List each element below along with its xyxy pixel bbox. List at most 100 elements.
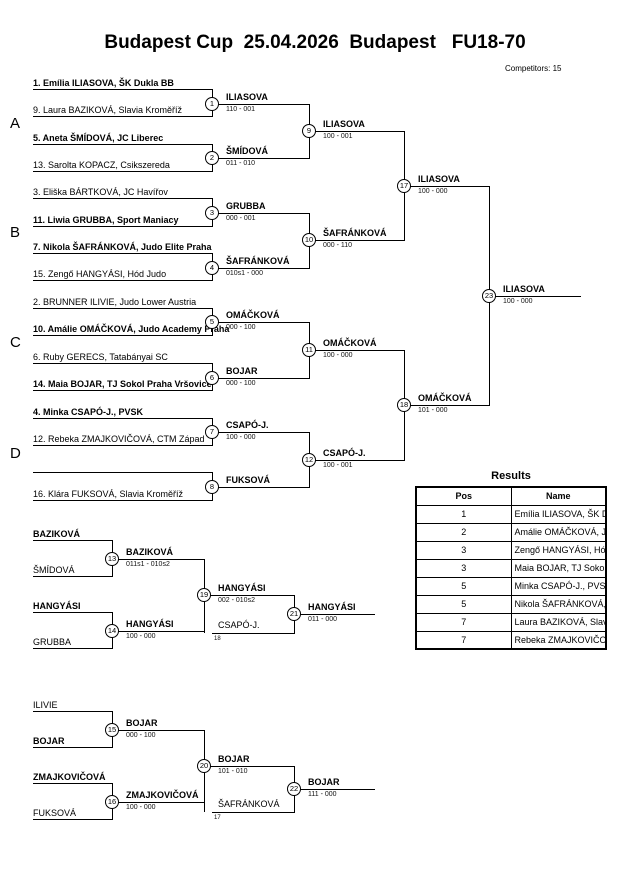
match-12-score: 100 - 001 [323,462,353,469]
match-20-score: 101 - 010 [218,768,248,775]
results-row-5: 5 Minka CSAPÓ-J., PVSK [415,576,607,596]
match-10-number: 10 [302,233,316,247]
match-23-winner: ILIASOVA [503,284,545,294]
result-pos: 5 [415,594,512,614]
match-12-winner-line [309,460,405,461]
competitor-slot-4: 13. Sarolta KOPACZ, Csikszereda [33,159,213,172]
competitor-slot-12: 14. Maia BOJAR, TJ Sokol Praha Vršovice [33,379,213,391]
section-label-b: B [10,224,21,241]
competitor-slot-6: 11. Liwia GRUBBA, Sport Maniacy [33,214,213,227]
repechage-slot-ilivie: ILIVIE [33,699,113,712]
match-19-number: 19 [197,588,211,602]
result-pos: 7 [415,630,512,650]
competitor-slot-14: 12. Rebeka ZMAJKOVIČOVÁ, CTM Západ [33,433,213,446]
repechage-slot-grubba: GRUBBA [33,636,113,649]
match-13-winner: BAZIKOVÁ [126,547,173,557]
match-22-winner: BOJAR [308,777,340,787]
result-pos: 3 [415,558,512,578]
match-8-winner: FUKSOVÁ [226,475,271,485]
repechage-drop2-source: 17 [214,815,221,821]
match-7-score: 100 - 000 [226,434,256,441]
match-19-winner-line [204,595,295,596]
match-14-winner: HANGYÁSI [126,619,174,629]
match-7-winner-line [212,432,310,433]
result-name: Emília ILIASOVA, ŠK Dukla BB [510,504,607,524]
repechage-slot-smidova: ŠMÍDOVÁ [33,564,113,577]
match-15-winner: BOJAR [126,718,158,728]
match-10-score: 000 - 110 [323,242,353,249]
match-7-winner: CSAPÓ-J. [226,420,269,430]
result-name: Rebeka ZMAJKOVIČOVÁ, CTM Západ [510,630,607,650]
competitor-slot-7: 7. Nikola ŠAFRÁNKOVÁ, Judo Elite Praha [33,242,213,254]
match-4-winner-line [212,268,310,269]
match-15-number: 15 [105,723,119,737]
match-13-winner-line [112,559,205,560]
competitor-slot-13: 4. Minka CSAPÓ-J., PVSK [33,406,213,419]
result-name: Amálie OMÁČKOVÁ, Judo Academy Praha [510,522,607,542]
match-17-score: 100 - 000 [418,188,448,195]
match-23-score: 100 - 000 [503,298,533,305]
results-row-2: 2 Amálie OMÁČKOVÁ, Judo Academy Praha [415,522,607,542]
match-14-number: 14 [105,624,119,638]
match-16-number: 16 [105,795,119,809]
match-3-winner-line [212,213,310,214]
match-19-winner: HANGYÁSI [218,583,266,593]
result-pos: 7 [415,612,512,632]
match-9-number: 9 [302,124,316,138]
match-17-winner-line [404,186,490,187]
match-16-winner-line [112,802,205,803]
match-6-score: 000 - 100 [226,380,256,387]
repechage-drop2-name: ŠAFRÁNKOVÁ [218,799,280,809]
repechage-slot-bazikova: BAZIKOVÁ [33,528,113,541]
match-23-number: 23 [482,289,496,303]
match-3-number: 3 [205,206,219,220]
results-title: Results [491,470,531,482]
repechage-drop1-source: 18 [214,636,221,642]
match-20-number: 20 [197,759,211,773]
match-6-number: 6 [205,371,219,385]
match-9-winner-line [309,131,405,132]
result-name: Minka CSAPÓ-J., PVSK [510,576,607,596]
repechage-slot-zmajkovicova: ZMAJKOVIČOVÁ [33,771,113,784]
match-4-number: 4 [205,261,219,275]
match-6-winner-line [212,378,310,379]
results-table: Pos Name 1 Emília ILIASOVA, ŠK Dukla BB … [415,486,607,650]
page-title: Budapest Cup 25.04.2026 Budapest FU18-70 [104,32,526,53]
match-2-winner: ŠMÍDOVÁ [226,146,269,156]
match-21-score: 011 - 000 [308,616,338,623]
match-19-score: 002 - 010s2 [218,597,255,604]
match-9-score: 100 - 001 [323,133,353,140]
results-row-7: 7 Laura BAZIKOVÁ, Slavia Kroměříž [415,612,607,632]
match-14-winner-line [112,631,205,632]
match-4-winner: ŠAFRÁNKOVÁ [226,256,290,266]
competitor-slot-15-empty [33,460,213,473]
results-row-3: 3 Zengő HANGYÁSI, Hód Judo [415,540,607,560]
section-label-c: C [10,334,21,351]
match-16-score: 100 - 000 [126,804,156,811]
result-pos: 5 [415,576,512,596]
result-name: Nikola ŠAFRÁNKOVÁ, Judo Elite Praha [510,594,607,614]
match-20-winner: BOJAR [218,754,250,764]
result-pos: 2 [415,522,512,542]
match-8-winner-line [212,487,310,488]
match-22-score: 111 - 000 [308,791,337,798]
results-row-4: 3 Maia BOJAR, TJ Sokol Praha Vršovice [415,558,607,578]
match-17-number: 17 [397,179,411,193]
match-4-score: 010s1 - 000 [226,270,263,277]
match-1-winner: ILIASOVA [226,92,268,102]
match-6-winner: BOJAR [226,366,258,376]
results-row-8: 7 Rebeka ZMAJKOVIČOVÁ, CTM Západ [415,630,607,650]
competitor-slot-11: 6. Ruby GERECS, Tatabányai SC [33,351,213,364]
competitor-slot-3: 5. Aneta ŠMÍDOVÁ, JC Liberec [33,132,213,145]
match-10-winner: ŠAFRÁNKOVÁ [323,228,387,238]
repechage-slot-fuksova: FUKSOVÁ [33,807,113,820]
match-21-number: 21 [287,607,301,621]
match-11-score: 100 - 000 [323,352,353,359]
competitor-slot-2: 9. Laura BAZIKOVÁ, Slavia Kroměříž [33,104,213,117]
match-1-score: 110 - 001 [226,106,256,113]
match-5-score: 000 - 100 [226,324,256,331]
result-pos: 3 [415,540,512,560]
match-20-winner-line [204,766,295,767]
match-12-winner: CSAPÓ-J. [323,448,366,458]
results-panel: Results Pos Name 1 Emília ILIASOVA, ŠK D… [415,470,607,650]
